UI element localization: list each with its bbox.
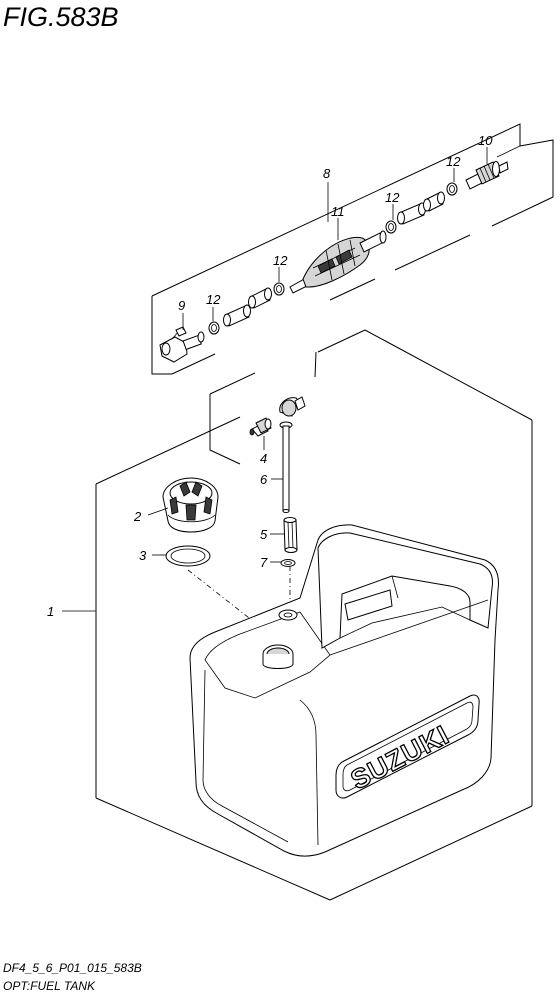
- engine-connector-part-10: [465, 161, 509, 190]
- hose-assembly-box: [151, 123, 554, 375]
- callout-12-d: 12: [446, 154, 461, 169]
- callout-12-b: 12: [273, 253, 288, 268]
- callout-1: 1: [47, 604, 54, 619]
- drawing-caption: OPT:FUEL TANK: [3, 979, 96, 993]
- fuel-hose-segment-d: [423, 191, 445, 212]
- callout-10: 10: [478, 133, 493, 148]
- callout-6: 6: [260, 472, 268, 487]
- hose-clip-part-12-d: [446, 182, 458, 196]
- callout-7: 7: [260, 555, 268, 570]
- fitting-part-4: [249, 417, 272, 437]
- callout-5: 5: [260, 527, 268, 542]
- tank-assembly-frame: [95, 329, 533, 901]
- fuel-hose-segment-c: [397, 202, 426, 225]
- callout-2: 2: [133, 509, 142, 524]
- hose-clip-part-12-b: [273, 282, 285, 296]
- callout-12-a: 12: [206, 292, 221, 307]
- callout-8: 8: [323, 166, 331, 181]
- hose-clip-part-12-a: [208, 321, 220, 335]
- o-ring-part-3: [165, 545, 211, 567]
- callout-4: 4: [260, 451, 267, 466]
- fuel-hose-segment-a: [223, 304, 251, 327]
- drawing-code: DF4_5_6_P01_015_583B: [3, 961, 142, 975]
- filler-cap-part-2: [162, 477, 219, 533]
- callout-3: 3: [139, 548, 147, 563]
- figure-title: FIG.583B: [3, 2, 119, 32]
- callout-9: 9: [178, 298, 185, 313]
- leader-2: [147, 507, 169, 516]
- tank-connector-part-9: [159, 326, 205, 363]
- callout-12-c: 12: [385, 190, 400, 205]
- primer-bulb-part-11: [289, 230, 387, 294]
- fuel-tank-part-1: SUZUKI: [189, 524, 499, 857]
- filter-part-5: [283, 517, 298, 553]
- fuel-hose-segment-b: [248, 287, 272, 309]
- pickup-tube-part-6: [279, 396, 306, 513]
- hose-clip-part-12-c: [385, 220, 397, 234]
- grommet-part-7: [280, 559, 296, 567]
- callout-11: 11: [331, 204, 345, 219]
